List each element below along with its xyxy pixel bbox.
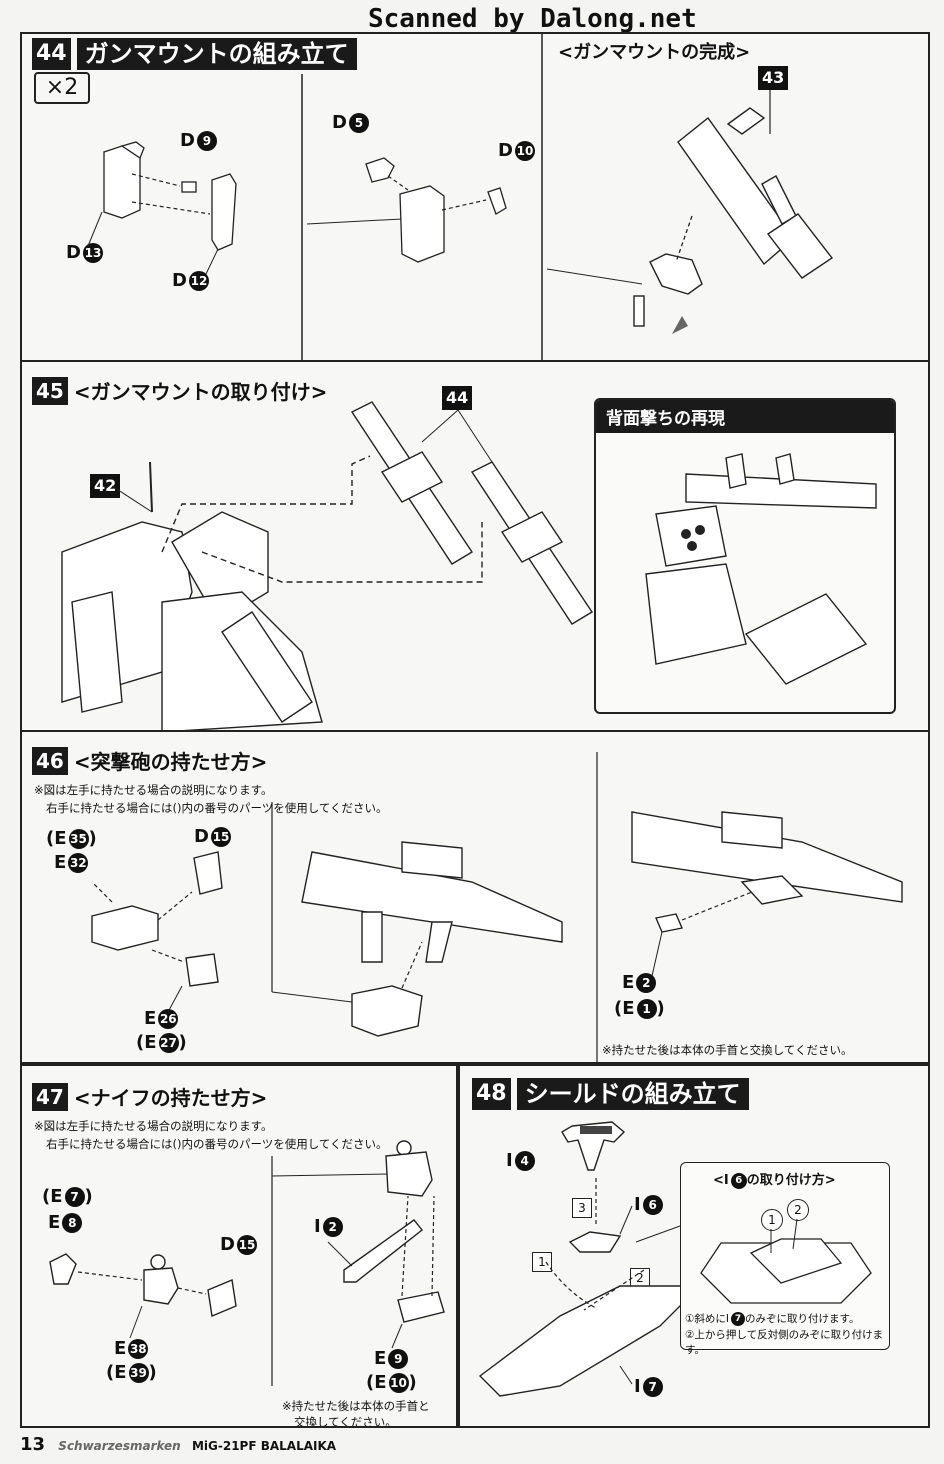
gun-mount-attachment-diagram (61, 401, 593, 730)
step-title: シールドの組み立て (516, 1078, 749, 1110)
callout-43: 43 (758, 66, 789, 90)
step-44-dividers (301, 34, 643, 360)
inset-callout-2: 2 (787, 1199, 809, 1221)
step-45-header: 45<ガンマウントの取り付け> (32, 376, 327, 405)
model-name: MiG-21PF BALALAIKA (191, 1439, 337, 1453)
gun-mount-parts-diagram-1 (87, 141, 237, 275)
quantity-badge: ×2 (34, 72, 90, 104)
back-fire-diagram (645, 453, 877, 685)
callout-42: 42 (90, 474, 121, 498)
step-title: <ガンマウントの取り付け> (73, 380, 328, 404)
page-footer: 13 Schwarzesmarken MiG-21PF BALALAIKA (20, 1434, 336, 1455)
note-left-hand: ※図は左手に持たせる場合の説明になります。 (34, 783, 273, 797)
order-3: 3 (572, 1198, 592, 1218)
series-name: Schwarzesmarken (58, 1439, 181, 1453)
page-number: 13 (20, 1434, 46, 1455)
inset-note-2: ②上から押して反対側のみぞに取り付けます。 (685, 1329, 884, 1356)
order-2: 2 (630, 1268, 650, 1288)
note-right-hand: 右手に持たせる場合には()内の番号のパーツを使用してください。 (46, 801, 388, 815)
rifle-grip-diagram (91, 752, 903, 1062)
note-right-hand: 右手に持たせる場合には()内の番号のパーツを使用してください。 (46, 1137, 388, 1151)
step-number: 44 (32, 38, 71, 70)
i6-attach-diagram (700, 1218, 872, 1304)
knife-grip-diagram (49, 1140, 445, 1386)
step-number: 48 (472, 1078, 511, 1110)
inset-callout-1: 1 (761, 1209, 783, 1231)
completion-subtitle: <ガンマウントの完成> (558, 42, 751, 63)
order-1: 1 (532, 1252, 552, 1272)
inset-title: 背面撃ちの再現 (596, 400, 894, 433)
step-number: 46 (32, 746, 68, 775)
step-title: <ナイフの持たせ方> (73, 1086, 268, 1110)
step-47-panel: 47<ナイフの持たせ方> ※図は左手に持たせる場合の説明になります。 右手に持た… (20, 1064, 458, 1428)
step-45-panel: 45<ガンマウントの取り付け> 42 44 背面撃ちの再現 (20, 360, 930, 732)
step-number: 47 (32, 1082, 68, 1111)
step-title: <突撃砲の持たせ方> (73, 750, 268, 774)
step-46-header: 46<突撃砲の持たせ方> (32, 746, 267, 775)
step-number: 45 (32, 376, 68, 405)
note-left-hand: ※図は左手に持たせる場合の説明になります。 (34, 1119, 273, 1133)
back-fire-inset: 背面撃ちの再現 (594, 398, 896, 714)
step-47-header: 47<ナイフの持たせ方> (32, 1082, 267, 1111)
step-title: ガンマウントの組み立て (76, 38, 357, 70)
scanner-credit: Scanned by Dalong.net (368, 4, 697, 34)
callout-44: 44 (442, 386, 473, 410)
note-swap-wrist-1: ※持たせた後は本体の手首と (282, 1399, 430, 1413)
note-swap-wrist: ※持たせた後は本体の手首と交換してください。 (602, 1043, 853, 1057)
note-swap-wrist-2: 交換してください。 (294, 1415, 397, 1428)
gun-mount-parts-diagram-2 (365, 157, 507, 263)
shield-assembly-diagram (478, 1121, 702, 1397)
step-46-panel: 46<突撃砲の持たせ方> ※図は左手に持たせる場合の説明になります。 右手に持た… (20, 730, 930, 1064)
gun-mount-complete-diagram (633, 90, 834, 334)
